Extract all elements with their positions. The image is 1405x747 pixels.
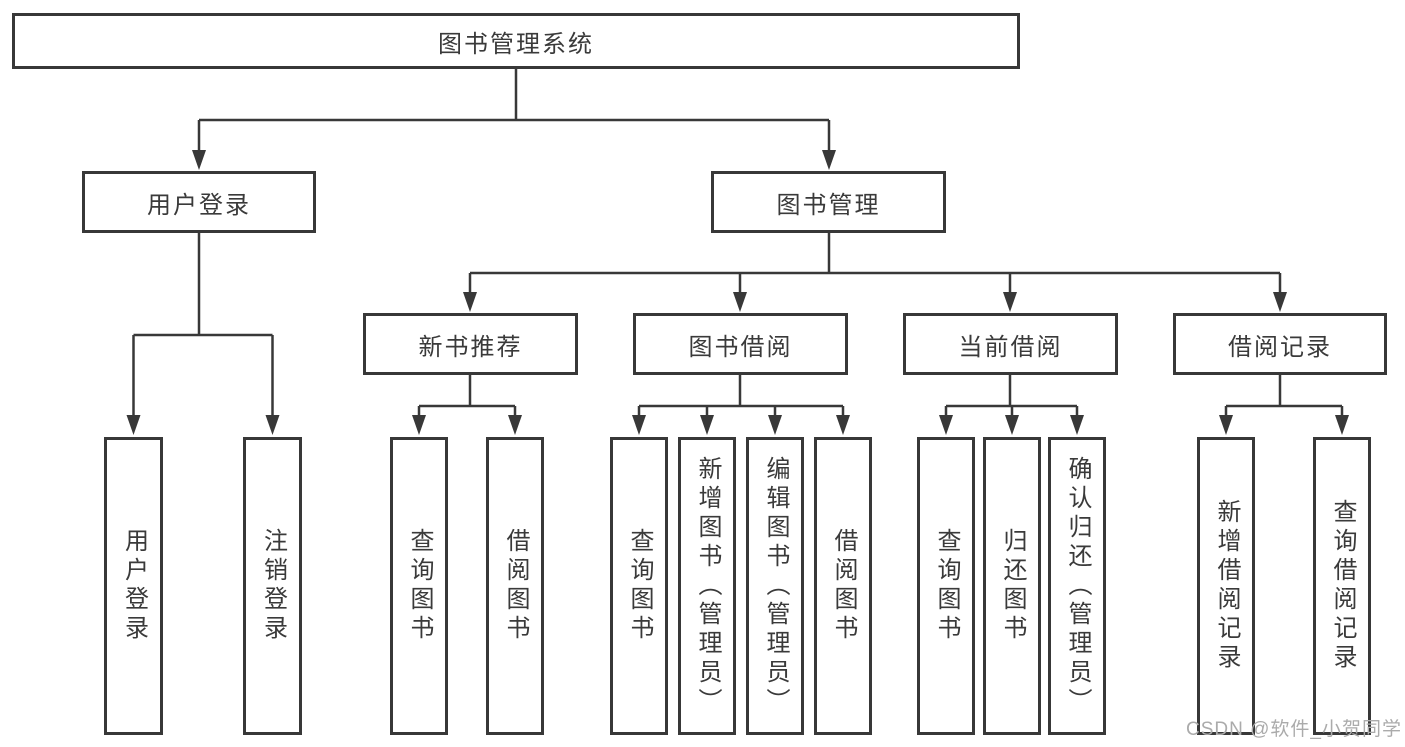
node-root: 图书管理系统: [12, 13, 1020, 69]
node-label: 用户登录: [147, 191, 251, 219]
leaf-br-query-record: 查询借阅记录: [1313, 437, 1371, 735]
node-label: 查询借阅记录: [1329, 499, 1356, 673]
connector-book-management-to-level3: [463, 233, 1287, 312]
connector-user-login-to-leaves: [126, 233, 280, 435]
connector-current-borrow-to-leaves: [939, 375, 1084, 435]
leaf-cb-return-books: 归还图书: [983, 437, 1041, 735]
node-label: 借阅记录: [1228, 333, 1332, 361]
node-label: 当前借阅: [958, 333, 1063, 361]
leaf-cb-query-books: 查询图书: [917, 437, 975, 735]
leaf-nbr-borrow-books: 借阅图书: [486, 437, 544, 735]
node-label: 图书管理: [776, 191, 881, 219]
node-label: 图书借阅: [688, 333, 793, 361]
node-label: 借阅图书: [830, 528, 857, 644]
node-label: 确认归还（管理员）: [1064, 455, 1091, 717]
node-label: 编辑图书（管理员）: [762, 455, 789, 717]
leaf-bb-edit-books-admin: 编辑图书（管理员）: [746, 437, 804, 735]
leaf-cb-confirm-return-admin: 确认归还（管理员）: [1048, 437, 1106, 735]
leaf-user-login: 用户登录: [104, 437, 163, 735]
connector-root-to-level2: [192, 69, 836, 170]
node-user-login: 用户登录: [82, 171, 316, 233]
node-label: 查询图书: [406, 528, 433, 644]
node-label: 新书推荐: [418, 333, 523, 361]
node-new-book-recommend: 新书推荐: [363, 313, 578, 375]
node-label: 归还图书: [999, 528, 1026, 644]
node-borrow-records: 借阅记录: [1173, 313, 1387, 375]
leaf-bb-query-books: 查询图书: [610, 437, 668, 735]
node-label: 图书管理系统: [438, 30, 594, 58]
node-label: 查询图书: [933, 528, 960, 644]
node-label: 新增图书（管理员）: [694, 455, 721, 717]
node-label: 用户登录: [120, 528, 148, 644]
node-book-borrow: 图书借阅: [633, 313, 848, 375]
leaf-nbr-query-books: 查询图书: [390, 437, 448, 735]
leaf-bb-borrow-books: 借阅图书: [814, 437, 872, 735]
connector-book-borrow-to-leaves: [632, 375, 850, 435]
node-label: 查询图书: [626, 528, 653, 644]
leaf-bb-add-books-admin: 新增图书（管理员）: [678, 437, 736, 735]
leaf-logout-login: 注销登录: [243, 437, 302, 735]
node-current-borrow: 当前借阅: [903, 313, 1118, 375]
connector-new-book-recommend-to-leaves: [412, 375, 522, 435]
connector-borrow-records-to-leaves: [1219, 375, 1349, 435]
csdn-watermark: CSDN @软件_小贺同学: [1186, 719, 1402, 740]
leaf-br-add-record: 新增借阅记录: [1197, 437, 1255, 735]
node-label: 注销登录: [259, 528, 287, 644]
node-label: 新增借阅记录: [1213, 499, 1240, 673]
node-label: 借阅图书: [502, 528, 529, 644]
node-book-management: 图书管理: [711, 171, 946, 233]
